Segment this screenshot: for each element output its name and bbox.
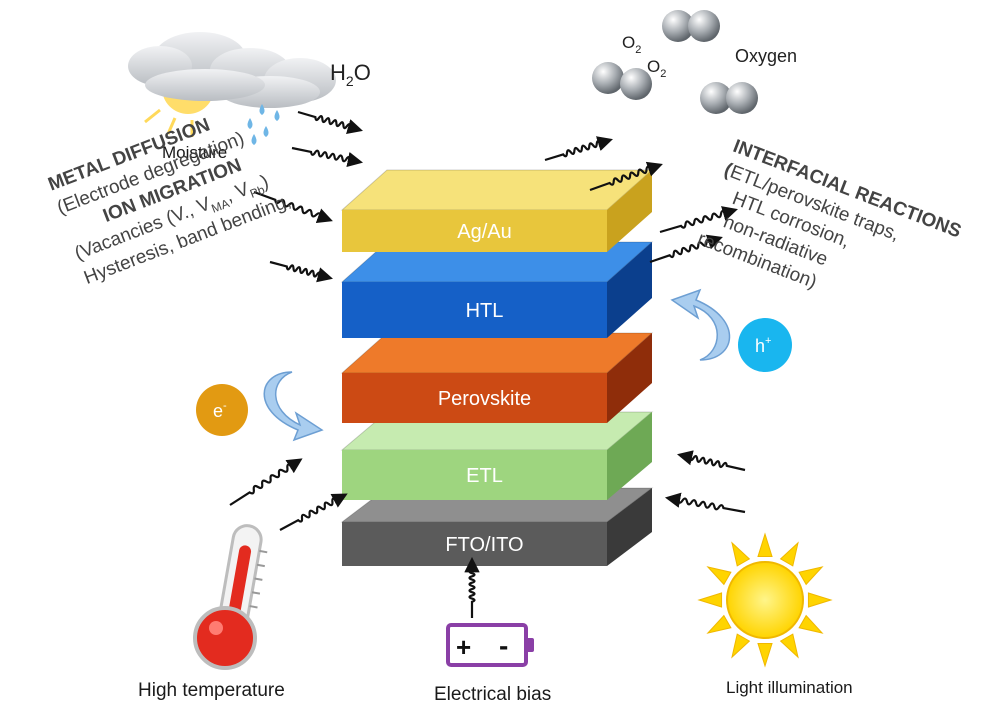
- hole-curved-arrow-icon: [670, 288, 731, 361]
- layer-label-ag-au: Ag/Au: [457, 221, 511, 243]
- water-formula: H2O: [330, 60, 371, 89]
- layer-etl: ETL: [340, 411, 654, 500]
- svg-text:h+: h+: [755, 335, 771, 356]
- svg-text:e-: e-: [213, 400, 227, 421]
- wavy-arrow-icon: [664, 492, 746, 514]
- wavy-arrow-icon: [544, 136, 613, 162]
- wavy-arrow-icon: [659, 206, 738, 234]
- wavy-arrow-icon: [279, 493, 348, 531]
- wavy-arrow-icon: [297, 110, 363, 134]
- layer-htl: HTL: [340, 241, 654, 338]
- electron-curved-arrow-icon: [263, 371, 324, 442]
- wavy-arrow-icon: [229, 458, 303, 506]
- wavy-arrow-icon: [464, 556, 480, 618]
- layer-label-etl: ETL: [466, 465, 503, 487]
- layer-label-htl: HTL: [466, 300, 504, 322]
- svg-text:-: -: [499, 630, 508, 661]
- sun-icon: [697, 532, 833, 668]
- hole-icon: h+: [738, 318, 792, 372]
- layer-label-perovskite: Perovskite: [438, 388, 531, 410]
- water-drops-icon: [247, 104, 280, 145]
- temperature-label: High temperature: [138, 680, 285, 701]
- bias-label: Electrical bias: [434, 684, 551, 705]
- o2-label-bottom: O2: [647, 57, 666, 80]
- wavy-arrow-icon: [649, 234, 723, 264]
- oxygen-label: Oxygen: [735, 46, 797, 66]
- wavy-arrow-icon: [291, 146, 364, 168]
- o2-label-top: O2: [622, 33, 641, 56]
- wavy-arrow-icon: [589, 161, 663, 192]
- wavy-arrow-icon: [253, 190, 333, 223]
- layer-ag-au: Ag/Au: [340, 169, 654, 252]
- svg-text:+: +: [456, 632, 471, 662]
- battery-icon: + -: [446, 623, 534, 667]
- layer-label-fto-ito: FTO/ITO: [445, 534, 523, 556]
- electron-icon: e-: [196, 384, 248, 436]
- layer-stack: FTO/ITO ETL Perovskite HTL Ag/Au: [340, 169, 654, 566]
- wavy-arrow-icon: [676, 450, 746, 472]
- thermometer-icon: [193, 524, 268, 670]
- wavy-arrow-icon: [269, 260, 333, 283]
- cloud-icon: [128, 32, 336, 137]
- oxygen-molecules-icon: [592, 10, 758, 114]
- stress-arrows: [229, 110, 746, 618]
- moisture-label: Moisture: [162, 143, 227, 162]
- layer-perovskite: Perovskite: [340, 332, 654, 423]
- light-label: Light illumination: [726, 678, 853, 697]
